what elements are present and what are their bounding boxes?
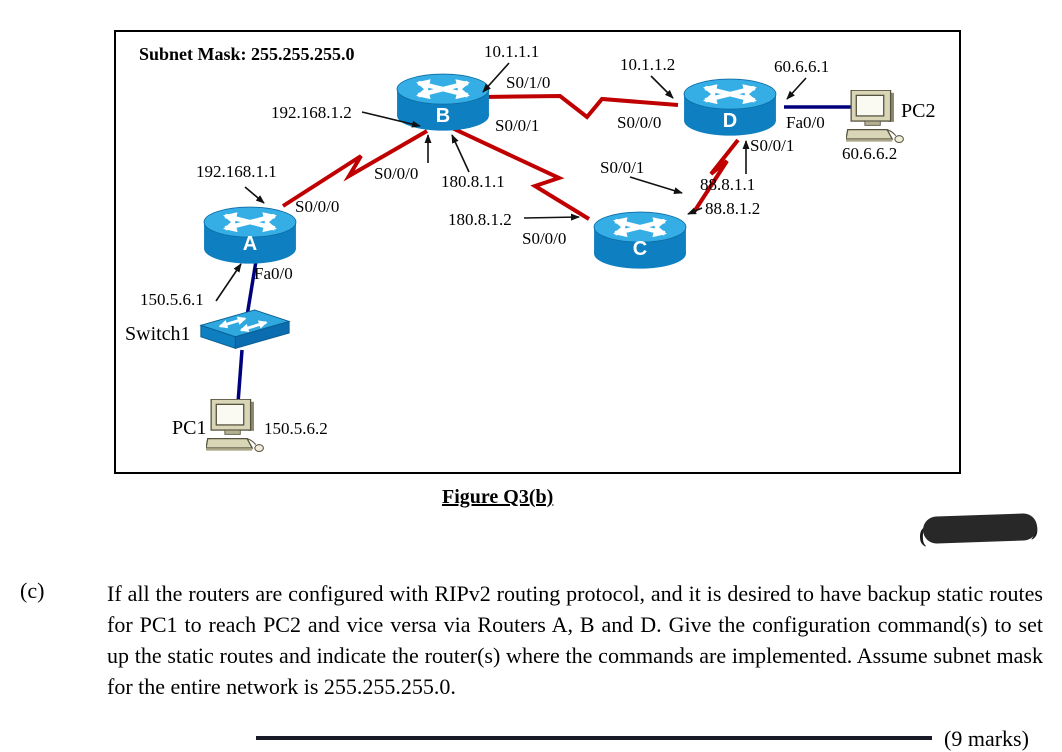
- ip-label-a-lan: 150.5.6.1: [140, 290, 204, 309]
- ip-label-b-wan: 10.1.1.1: [484, 42, 540, 61]
- ip-label-dc-c: 88.8.1.2: [705, 199, 761, 218]
- arrow-10112-to-d: [650, 75, 674, 99]
- if-label-d-fa00: Fa0/0: [786, 113, 825, 132]
- if-label-d-s000: S0/0/0: [617, 113, 662, 132]
- if-label-d-s001: S0/0/1: [750, 136, 795, 155]
- arrow-150561-to-a: [215, 263, 242, 302]
- ethernet-links: [236, 105, 858, 404]
- ip-label-a-wan: 192.168.1.1: [196, 162, 277, 181]
- subnet-mask-label: Subnet Mask: 255.255.255.0: [139, 44, 355, 64]
- if-label-c-s001: S0/0/1: [600, 158, 645, 177]
- arrow-s001-to-c: [629, 176, 683, 194]
- redaction-bar-bottom: [256, 736, 932, 740]
- pc2-icon: [846, 90, 905, 144]
- router-a-letter: A: [242, 233, 258, 255]
- arrow-60661-to-d: [786, 77, 807, 100]
- link-a-b-serial: [281, 129, 428, 208]
- ip-label-d-wan: 10.1.1.2: [620, 55, 676, 74]
- question-item-label: (c): [20, 578, 45, 603]
- switch1-label: Switch1: [125, 323, 191, 345]
- router-c-letter: C: [632, 238, 648, 260]
- router-b-letter: B: [435, 105, 451, 127]
- link-switch1-pc1-ethernet: [236, 349, 244, 404]
- question-text: If all the routers are configured with R…: [107, 581, 1043, 699]
- pc2-label: PC2: [901, 100, 936, 122]
- link-b-d-serial: [481, 93, 679, 120]
- if-label-a-fa00: Fa0/0: [254, 264, 293, 283]
- ip-label-pc2: 60.6.6.2: [842, 144, 898, 163]
- ip-label-d-lan: 60.6.6.1: [774, 57, 830, 76]
- ip-label-pc1: 150.5.6.2: [264, 419, 328, 438]
- ip-label-dc-d: 88.8.1.1: [700, 175, 756, 194]
- link-b-c-serial: [451, 126, 591, 221]
- redaction-blob: [922, 513, 1038, 544]
- arrow-180812-to-c: [523, 213, 580, 221]
- arrow-19216811-to-a: [244, 186, 265, 204]
- ip-label-bc-c: 180.8.1.2: [448, 210, 512, 229]
- ip-label-b-lan: 192.168.1.2: [271, 103, 352, 122]
- figure-caption: Figure Q3(b): [442, 486, 554, 508]
- if-label-c-s000: S0/0/0: [522, 229, 567, 248]
- if-label-b-s010: S0/1/0: [506, 73, 551, 92]
- if-label-b-s000: S0/0/0: [374, 164, 419, 183]
- if-label-b-s001: S0/0/1: [495, 116, 540, 135]
- if-label-a-s000: S0/0/0: [295, 197, 340, 216]
- router-d-letter: D: [722, 110, 738, 132]
- serial-links: [281, 93, 740, 221]
- link-a-switch1-ethernet: [245, 260, 258, 317]
- marks-partial: (9 marks): [944, 726, 1029, 751]
- label-arrows: [215, 62, 807, 302]
- arrow-88812-to-c: [687, 207, 703, 215]
- arrow-10111-to-b: [482, 62, 510, 93]
- arrow-180811-to-b: [451, 134, 470, 173]
- ip-label-bc-b: 180.8.1.1: [441, 172, 505, 191]
- redacted-left-paren: (: [919, 522, 927, 547]
- switch1-icon: [201, 310, 289, 348]
- redacted-marks: ( ): [912, 510, 1052, 554]
- link-c-d-serial: [692, 138, 740, 214]
- arrow-19216812-to-b: [361, 111, 421, 128]
- pc1-icon: [206, 399, 265, 453]
- pc1-label: PC1: [172, 417, 207, 439]
